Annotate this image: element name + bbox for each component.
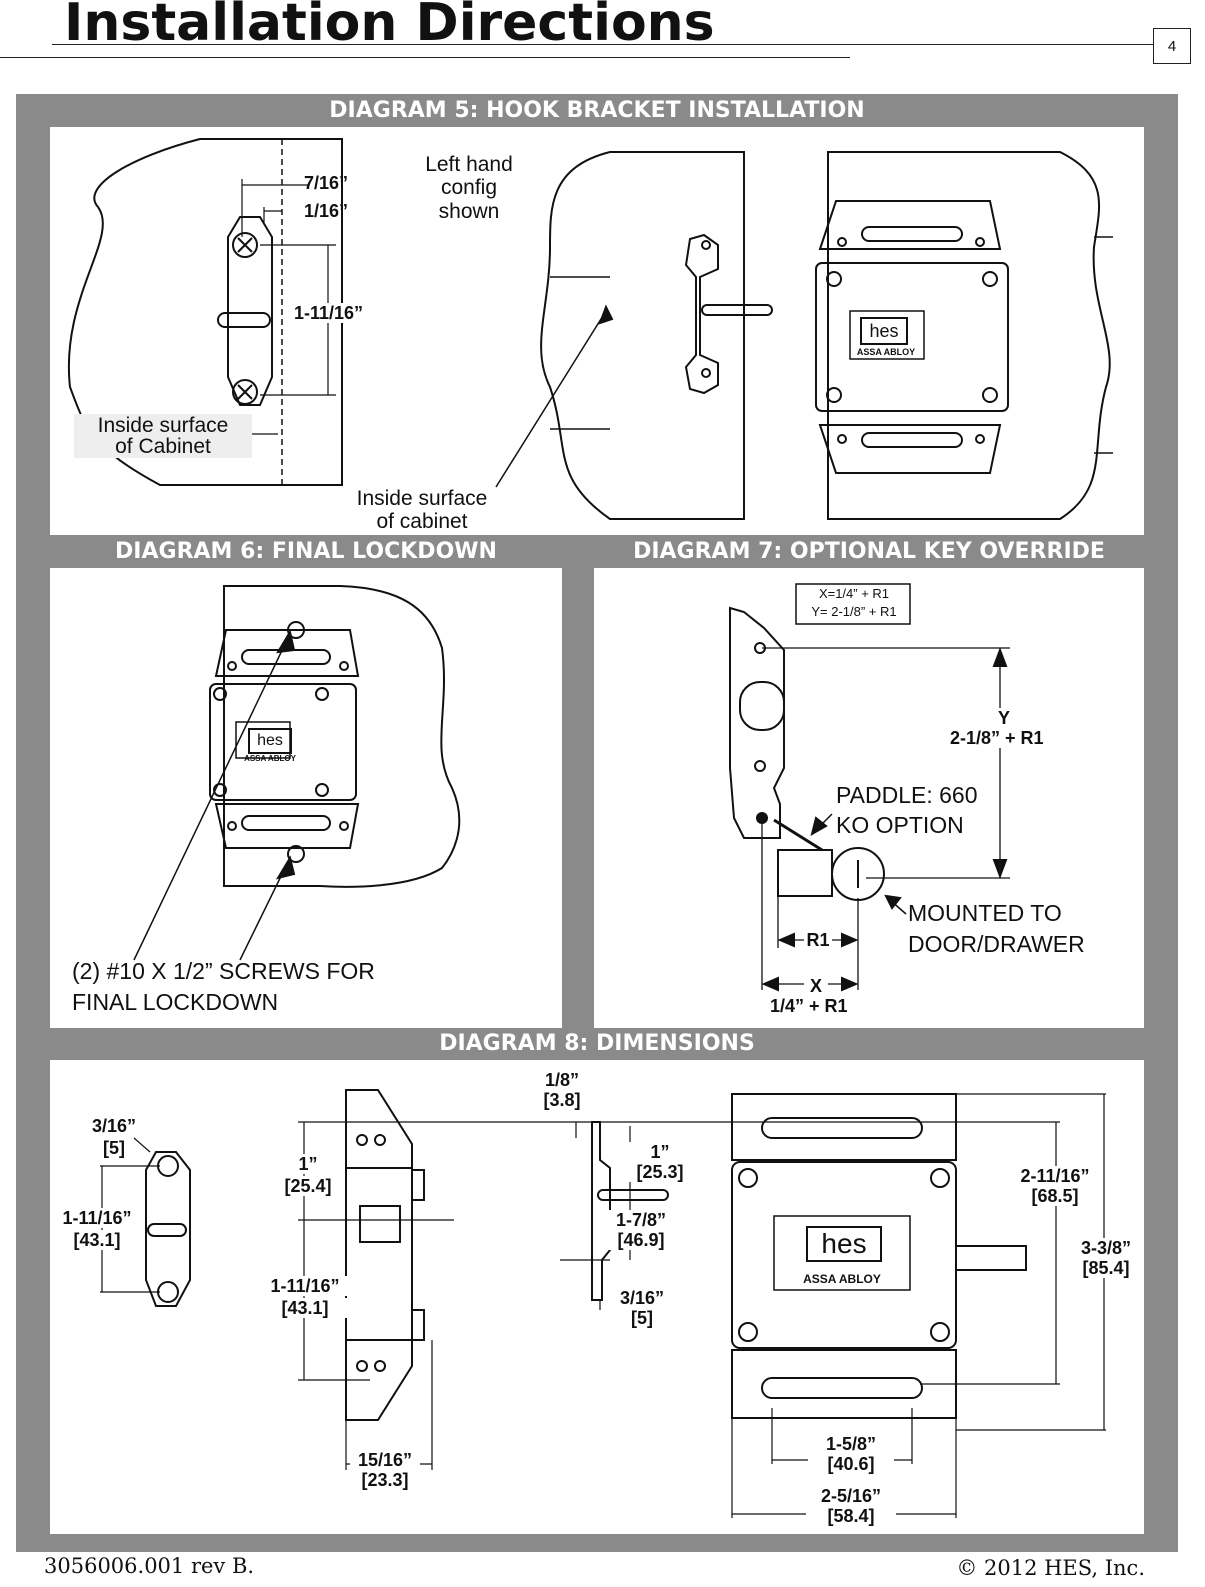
label-inside-surface-lower-2: of cabinet [376, 510, 468, 533]
diagram7-title: DIAGRAM 7: OPTIONAL KEY OVERRIDE [633, 539, 1105, 564]
diagram7-drawing [729, 583, 1010, 992]
mounted-label-line1: MOUNTED TO [908, 900, 1062, 926]
dim-1-7-8-mm: [46.9] [606, 1230, 676, 1250]
diagram5-panel: 7/16” 1/16” 1-11/16” Inside surface of C… [50, 127, 1144, 535]
diagram8-title: DIAGRAM 8: DIMENSIONS [439, 1031, 755, 1056]
dim-3-16-b: 3/16” [619, 1288, 665, 1308]
label-left-hand-1: Left hand [425, 153, 513, 176]
y-value: 2-1/8” + R1 [950, 728, 1044, 748]
dim-1-11-16-a: 1-11/16” [54, 1208, 140, 1228]
dim-2-5-16-mm: [58.4] [806, 1506, 896, 1526]
diagram7-panel: X=1/4” + R1 Y= 2-1/8” + R1 Y 2-1/8” + R1… [594, 568, 1144, 1028]
dim-1-in-b: 1” [628, 1142, 692, 1162]
page-title: Installation Directions [64, 0, 715, 53]
label-inside-surface-cabinet-1: Inside surface [74, 414, 252, 437]
header-rule-top [52, 44, 1158, 45]
hes-logo: hes [860, 317, 908, 345]
dim-1-8-mm: [3.8] [543, 1090, 581, 1110]
formula-y: Y= 2-1/8” + R1 [811, 604, 897, 619]
diagram6-drawing [133, 585, 461, 961]
x-value: 1/4” + R1 [770, 996, 848, 1016]
label-left-hand-2: config [440, 176, 498, 199]
dim-1-in-mm: [25.4] [276, 1176, 340, 1196]
dim-1-11-16-b-mm: [43.1] [262, 1298, 348, 1318]
dim-1-in: 1” [276, 1154, 340, 1174]
assa-abloy-logo: ASSA ABLOY [856, 347, 916, 357]
dim-1-11-16-b: 1-11/16” [262, 1276, 348, 1296]
dim-3-16-top-mm: [5] [103, 1138, 125, 1158]
dim-3-3-8: 3-3/8” [1070, 1238, 1142, 1258]
dim-1-16: 1/16” [304, 201, 349, 221]
page-number: 4 [1153, 28, 1191, 64]
hes-logo: hes [806, 1226, 882, 1262]
header-rule [0, 57, 850, 58]
dim-2-11-16: 2-11/16” [1012, 1166, 1098, 1186]
diagram8-drawing [100, 1089, 1106, 1518]
dim-1-5-8-mm: [40.6] [808, 1454, 894, 1474]
dim-3-16-b-mm: [5] [631, 1308, 653, 1328]
paddle-label-line1: PADDLE: 660 [836, 782, 978, 808]
dim-2-11-16-mm: [68.5] [1012, 1186, 1098, 1206]
diagram5-drawing [67, 138, 1113, 520]
dim-1-11-16-a-mm: [43.1] [54, 1230, 140, 1250]
dim-3-16-top: 3/16” [91, 1116, 137, 1136]
assa-abloy-logo: ASSA ABLOY [803, 1272, 881, 1286]
r1-label: R1 [804, 930, 832, 950]
dim-15-16-mm: [23.3] [350, 1470, 420, 1490]
label-inside-surface-cabinet-2: of Cabinet [74, 435, 252, 458]
dim-15-16: 15/16” [350, 1450, 420, 1470]
diagram8-panel: 3/16” [5] 1-11/16” [43.1] 1” [25.4] 1-11… [50, 1060, 1144, 1534]
dim-1-7-8: 1-7/8” [606, 1210, 676, 1230]
label-left-hand-3: shown [438, 200, 500, 223]
dim-1-in-b-mm: [25.3] [628, 1162, 692, 1182]
mounted-label-line2: DOOR/DRAWER [908, 931, 1085, 957]
label-inside-surface-lower-1: Inside surface [356, 487, 488, 510]
dim-1-5-8: 1-5/8” [808, 1434, 894, 1454]
x-label: X [804, 976, 828, 996]
y-label: Y [992, 708, 1016, 728]
dim-2-5-16: 2-5/16” [806, 1486, 896, 1506]
paddle-label-line2: KO OPTION [836, 812, 964, 838]
dim-1-11-16: 1-11/16” [294, 303, 364, 323]
diagram6-panel: hes ASSA ABLOY (2) #10 X 1/2” SCREWS FOR… [50, 568, 562, 1028]
dim-7-16: 7/16” [304, 173, 349, 193]
diagram5-title: DIAGRAM 5: HOOK BRACKET INSTALLATION [329, 98, 865, 123]
assa-abloy-logo: ASSA ABLOY [244, 754, 296, 763]
copyright: © 2012 HES, Inc. [956, 1556, 1145, 1580]
hes-logo: hes [248, 728, 292, 754]
dim-3-3-8-mm: [85.4] [1070, 1258, 1142, 1278]
formula-x: X=1/4” + R1 [818, 586, 890, 601]
doc-number: 3056006.001 rev B. [44, 1554, 255, 1578]
diagram6-title: DIAGRAM 6: FINAL LOCKDOWN [115, 539, 497, 564]
lockdown-note-line1: (2) #10 X 1/2” SCREWS FOR [72, 958, 375, 984]
lockdown-note-line2: FINAL LOCKDOWN [72, 989, 279, 1015]
dim-1-8: 1/8” [544, 1070, 580, 1090]
